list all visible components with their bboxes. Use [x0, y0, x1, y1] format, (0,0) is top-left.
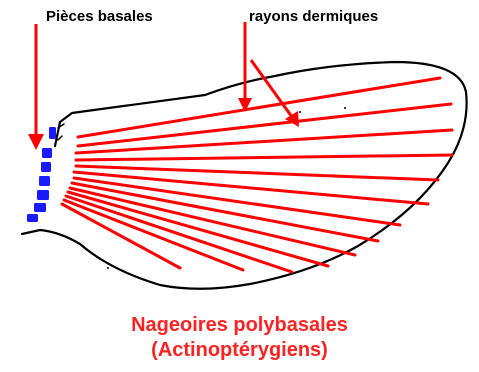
basal-pieces — [27, 127, 56, 222]
basal-piece — [39, 176, 50, 186]
fin-dot — [299, 111, 301, 113]
annotation-arrows — [28, 22, 299, 150]
arrow-basal-head — [28, 134, 44, 150]
basal-piece — [41, 162, 51, 172]
fin-dot — [107, 267, 109, 269]
fin-dot — [344, 107, 346, 109]
dermal-ray — [76, 130, 452, 153]
label-basal-pieces: Pièces basales — [46, 8, 153, 25]
dermal-ray — [66, 196, 292, 272]
caption-subtitle: (Actinoptérygiens) — [0, 339, 479, 362]
dermal-ray — [76, 155, 452, 160]
caption-title: Nageoires polybasales — [0, 314, 479, 337]
basal-piece — [27, 214, 38, 222]
basal-piece — [49, 127, 56, 139]
dermal-ray — [78, 104, 451, 146]
arrow-rays-head-2 — [285, 111, 299, 127]
label-dermal-rays: rayons dermiques — [249, 8, 378, 25]
basal-piece — [37, 190, 49, 200]
basal-piece — [42, 148, 52, 158]
dermal-ray — [78, 78, 440, 137]
basal-piece — [34, 203, 46, 212]
